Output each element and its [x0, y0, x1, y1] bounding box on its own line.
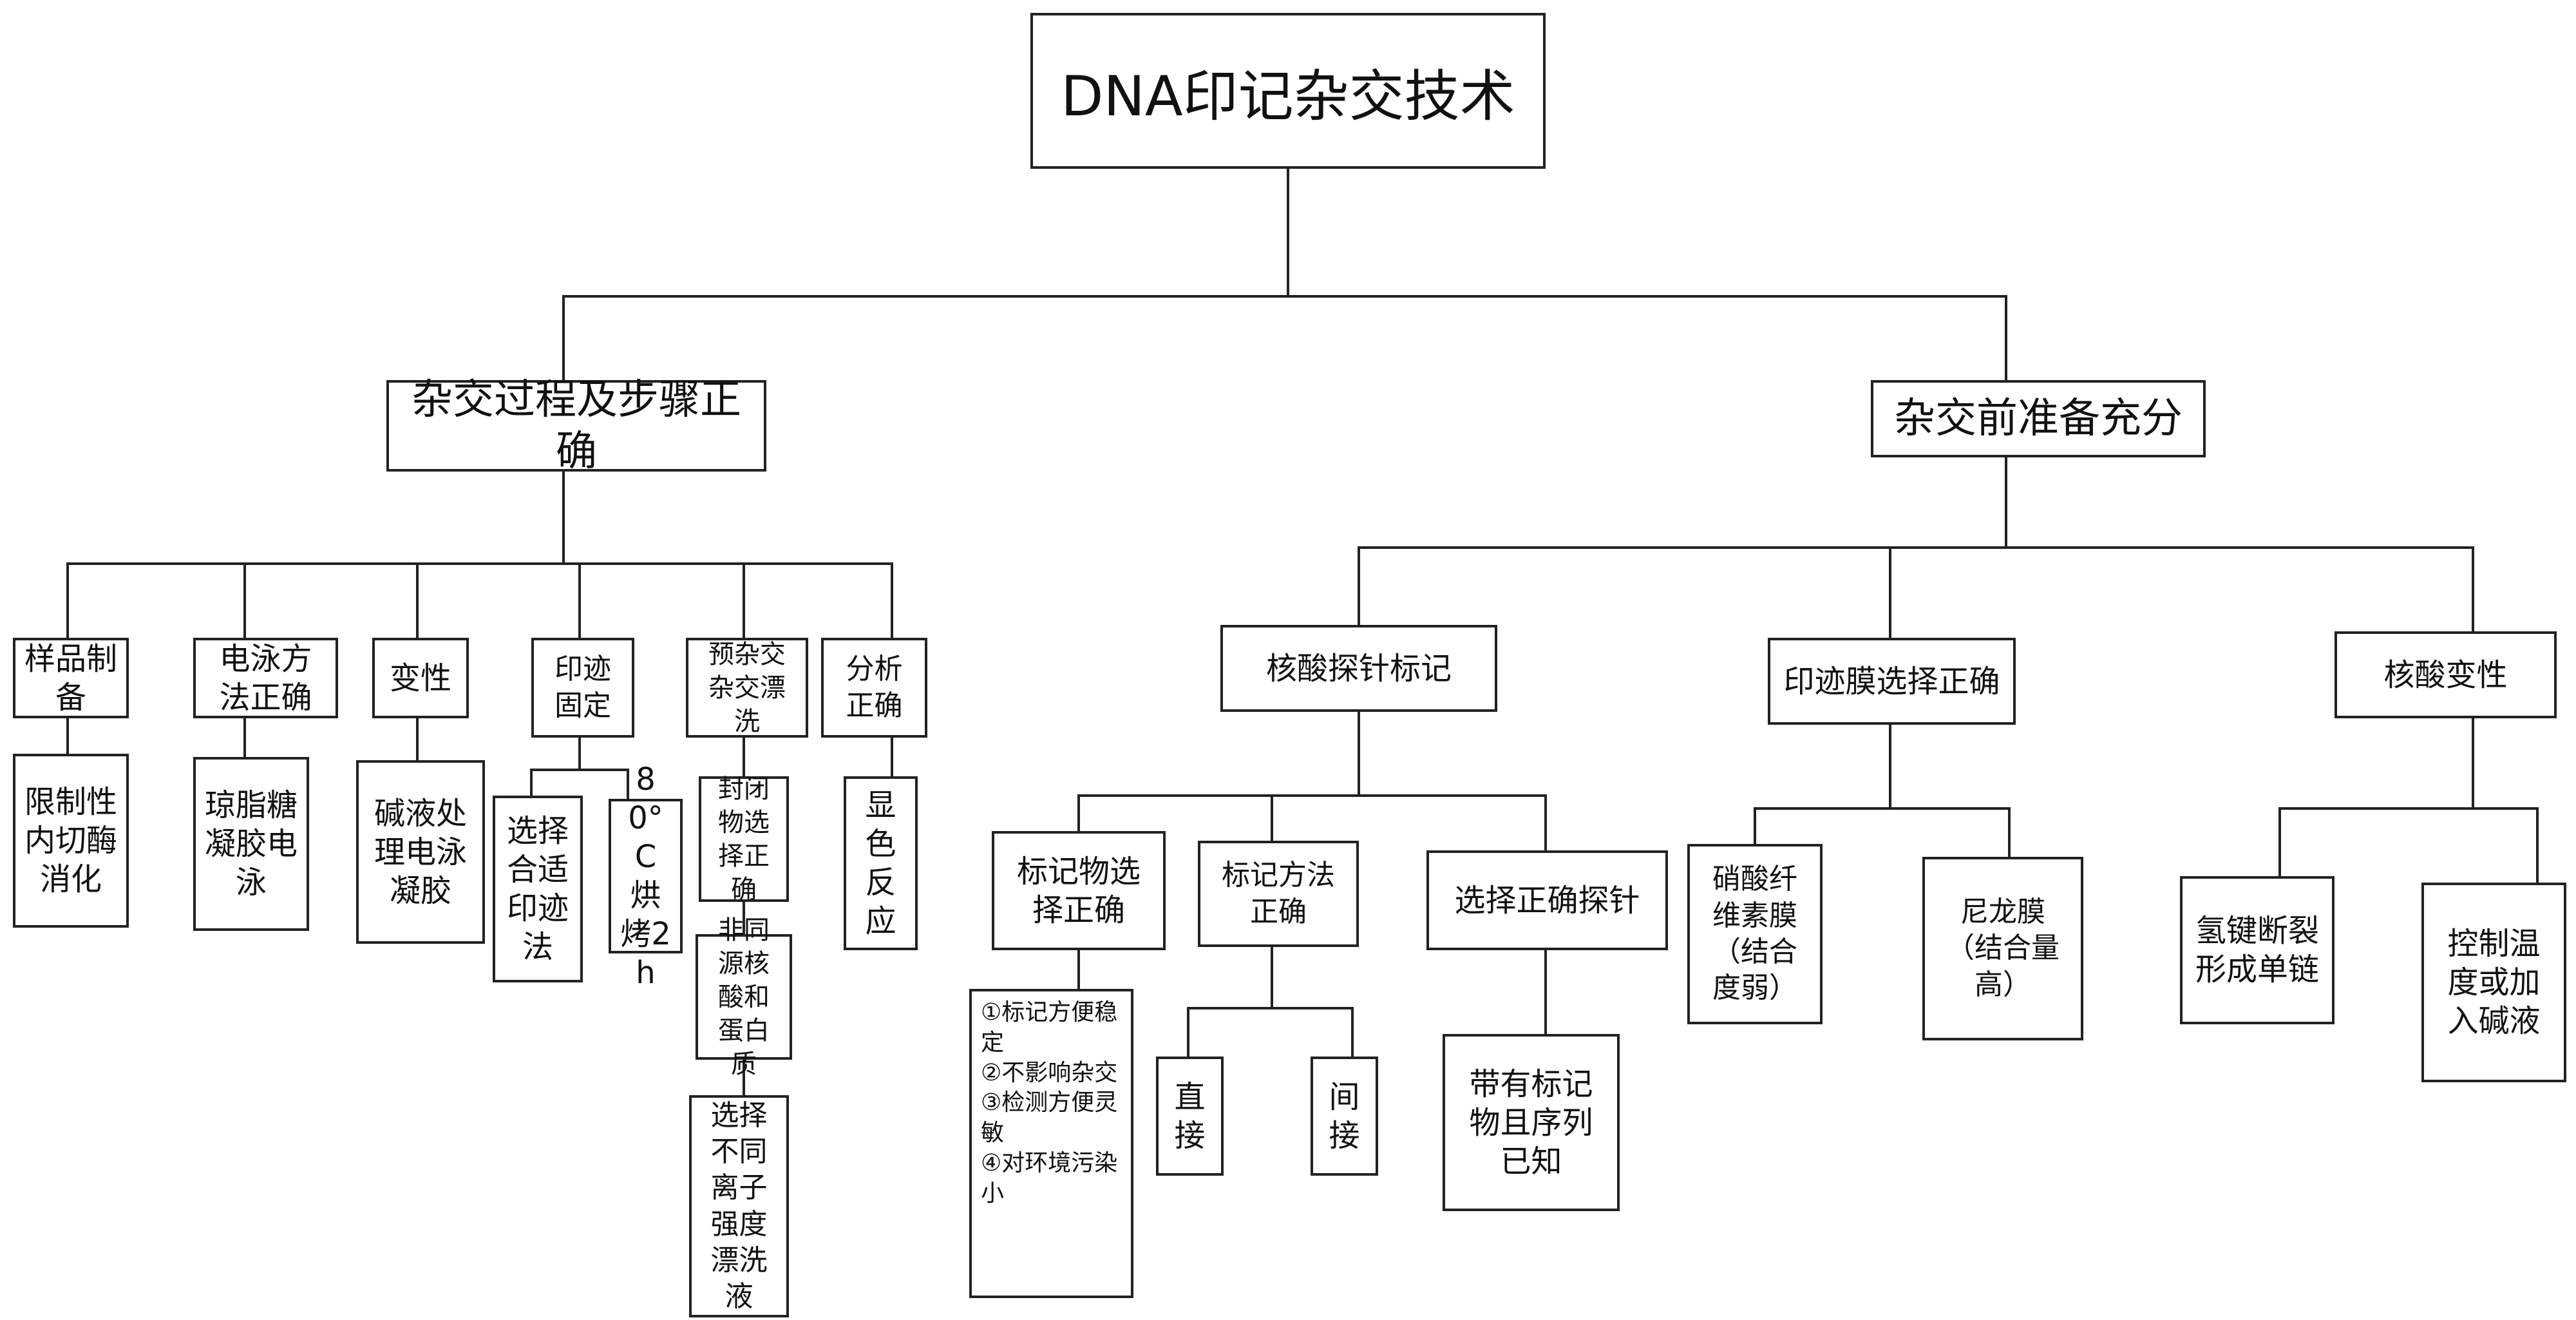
detail-method-direct-node: 直接 — [1156, 1057, 1224, 1176]
detail-electro-node: 琼脂糖凝胶电泳 — [193, 757, 309, 931]
step-electro-node: 电泳方法正确 — [193, 638, 338, 718]
group-probe-node: 核酸探针标记 — [1220, 625, 1497, 712]
sub-method-node: 标记方法正确 — [1198, 841, 1359, 947]
detail-prehyb-wash-node: 选择不同离子强度漂洗液 — [689, 1095, 789, 1317]
detail-fix-method-node: 选择合适印迹法 — [493, 796, 583, 982]
option-nitrocellulose-node: 硝酸纤维素膜（结合度弱） — [1687, 844, 1823, 1024]
detail-prehyb-nonhomolog-node: 非同源核酸和蛋白质 — [696, 915, 792, 1079]
detail-analysis-node: 显色反应 — [844, 776, 918, 950]
group-denature-node: 核酸变性 — [2334, 631, 2557, 718]
step-prehyb-node: 预杂交杂交漂洗 — [686, 638, 808, 738]
detail-fix-bake-node: 80°C烘烤2h — [609, 761, 683, 991]
step-fix-node: 印迹固定 — [531, 638, 634, 738]
step-analysis-node: 分析正确 — [821, 638, 927, 738]
option-hbond-node: 氢键断裂形成单链 — [2180, 876, 2334, 1024]
detail-sample-node: 限制性内切酶消化 — [13, 754, 129, 928]
branch-process-node: 杂交过程及步骤正确 — [386, 376, 766, 475]
detail-prehyb-block-node: 封闭物选择正确 — [699, 774, 789, 904]
step-sample-node: 样品制备 — [13, 638, 129, 718]
option-nylon-node: 尼龙膜（结合量高） — [1922, 857, 2083, 1040]
option-temp-alkali-node: 控制温度或加入碱液 — [2421, 883, 2566, 1082]
detail-denature-node: 碱液处理电泳凝胶 — [356, 760, 485, 944]
root-node: DNA印记杂交技术 — [1030, 13, 1546, 169]
sub-probe-select-node: 选择正确探针 — [1426, 850, 1668, 950]
sub-marker-node: 标记物选择正确 — [992, 831, 1166, 950]
detail-method-indirect-node: 间接 — [1311, 1057, 1378, 1176]
branch-prep-node: 杂交前准备充分 — [1871, 380, 2206, 457]
step-denature-node: 变性 — [372, 638, 469, 718]
group-membrane-node: 印迹膜选择正确 — [1768, 638, 2016, 725]
detail-probe-select-node: 带有标记物且序列已知 — [1443, 1034, 1620, 1211]
detail-marker-node: ①标记方便稳定 ②不影响杂交 ③检测方便灵敏 ④对环境污染小 — [969, 989, 1133, 1298]
